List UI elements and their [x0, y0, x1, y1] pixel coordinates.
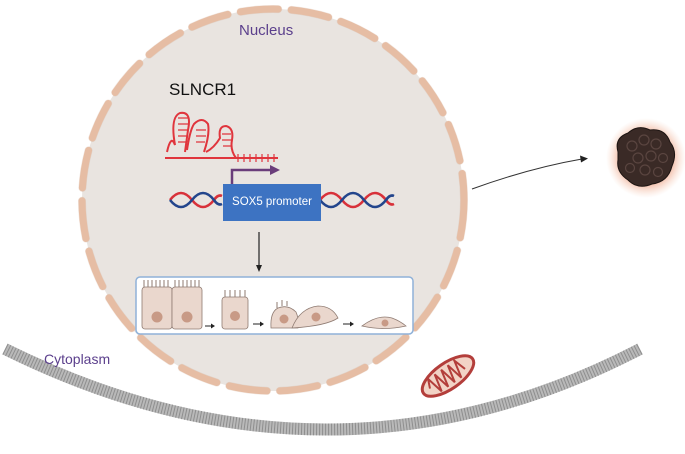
tumor-mass-icon: [606, 118, 685, 198]
cytoplasm-label: Cytoplasm: [44, 351, 111, 367]
dna-helix-icon: [168, 191, 395, 209]
sox5-promoter-box: [223, 184, 321, 221]
transcription-arrow: [230, 165, 280, 186]
nucleus-label: Nucleus: [239, 22, 294, 39]
down-arrow: [256, 232, 262, 272]
promoter-label: SOX5 promoter: [232, 196, 312, 208]
outgoing-arrow: [471, 155, 588, 190]
mitochondrion-icon: [420, 354, 476, 398]
cell-membrane: [2, 343, 643, 436]
slncr1-label: SLNCR1: [169, 80, 237, 99]
cell-transition-icon: [135, 276, 414, 335]
rna-hairpin-icon: [165, 111, 278, 162]
